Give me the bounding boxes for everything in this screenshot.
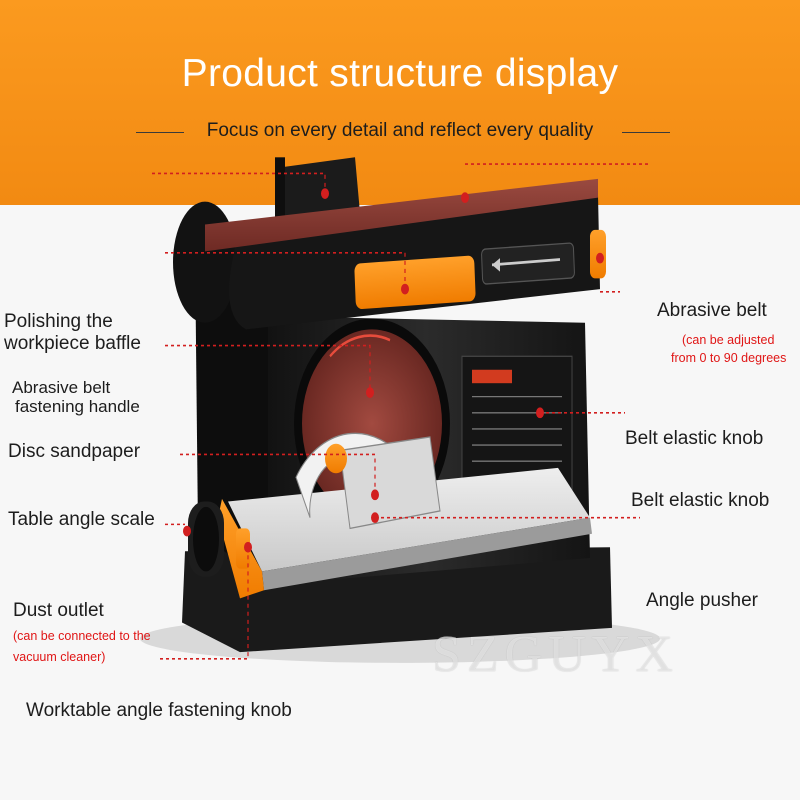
motor-housing [173, 201, 237, 323]
label-disc-sandpaper: Disc sandpaper [8, 441, 141, 462]
page-subtitle-text: Focus on every detail and reflect every … [206, 120, 594, 141]
note-belt-line2: from 0 to 90 degrees [671, 351, 787, 365]
belt-label-plate [481, 242, 575, 285]
baffle-bracket [275, 157, 285, 222]
label-table-angle-scale: Table angle scale [8, 509, 155, 530]
worktable-edge [262, 517, 592, 591]
worktable-top [228, 467, 590, 572]
page-subtitle: Focus on every detail and reflect every … [0, 120, 800, 142]
note-dust-line1: (can be connected to the [13, 629, 151, 643]
disc-rotation-arrow [329, 334, 391, 358]
belt-direction-arrow [491, 258, 561, 267]
label-belt-handle-line1: Abrasive belt [12, 378, 111, 397]
label-abrasive-belt: Abrasive belt [657, 300, 767, 321]
worktable-fastening-knob [236, 528, 250, 569]
header-banner: Product structure display Focus on every… [0, 0, 800, 205]
leader-lines [152, 163, 650, 660]
label-belt-elastic-knob-1: Belt elastic knob [625, 428, 764, 449]
label-angle-pusher: Angle pusher [646, 590, 758, 611]
subtitle-rule-right [622, 132, 670, 133]
leader-dots [183, 188, 604, 553]
abrasive-belt-strip [205, 178, 598, 252]
label-worktable-knob: Worktable angle fastening knob [26, 700, 292, 721]
label-dust-outlet: Dust outlet [13, 600, 104, 621]
label-baffle-line2: workpiece baffle [4, 333, 141, 354]
label-baffle-line1: Polishing the [4, 311, 113, 332]
belt-fastening-handle [354, 255, 476, 309]
angle-pusher [339, 436, 441, 530]
note-belt-line1: (can be adjusted [682, 333, 775, 347]
watermark: SZGUYX [432, 626, 679, 683]
note-dust-line2: vacuum cleaner) [13, 650, 106, 664]
label-belt-elastic-knob-2: Belt elastic knob [631, 490, 770, 511]
page-title: Product structure display [181, 52, 619, 95]
pusher-knob [325, 443, 347, 474]
subtitle-rule-left [136, 132, 184, 133]
label-belt-handle-line2: fastening handle [15, 397, 140, 416]
